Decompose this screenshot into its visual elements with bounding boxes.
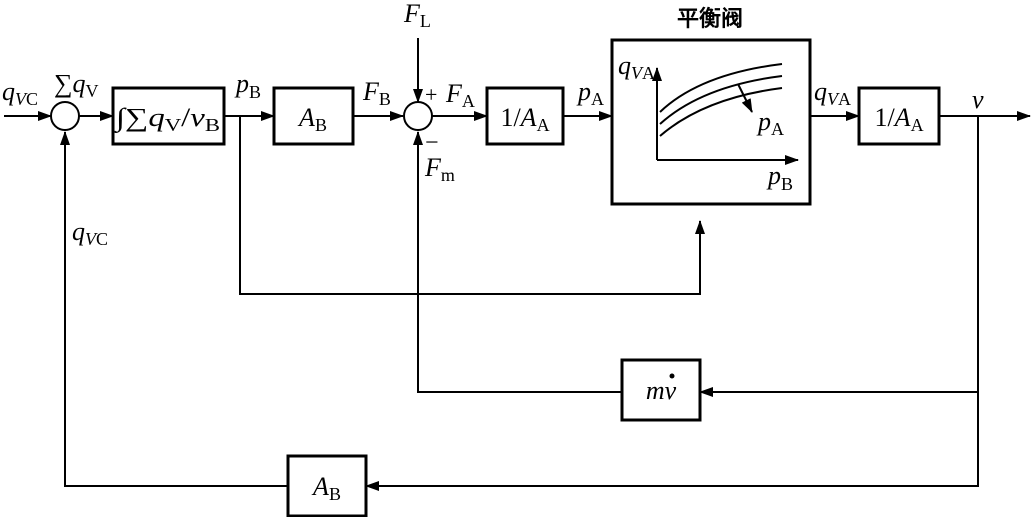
svg-text:∫∑qV/vB: ∫∑qV/vB: [113, 103, 220, 135]
valve-x-label: pB: [766, 161, 793, 194]
label-pA: pA: [576, 77, 604, 109]
valve-y-label: qVA: [618, 51, 655, 83]
ab-feedback-block: AB: [286, 454, 368, 517]
valve-curve-label: pA: [756, 107, 784, 139]
label-v: v: [972, 85, 984, 114]
mass-block: mv: [620, 358, 702, 422]
label-qVA: qVA: [814, 77, 851, 109]
valve-pA-arrow: [737, 83, 753, 113]
label-FB: FB: [362, 77, 391, 109]
label-FL: FL: [403, 0, 431, 31]
svg-text:AB: AB: [297, 103, 327, 135]
svg-text:1/AA: 1/AA: [500, 103, 549, 135]
summing-junction-2: [403, 101, 433, 131]
label-input-qVC: qVC: [2, 77, 38, 109]
label-Fm: Fm: [424, 153, 455, 185]
valve-curve-3: [659, 87, 783, 137]
label-minus-sign: −: [425, 130, 439, 156]
valve-title: 平衡阀: [677, 6, 743, 32]
inv-aa-block-2: 1/AA: [857, 86, 941, 146]
inv-aa-block-1: 1/AA: [485, 86, 565, 146]
valve-curve-2: [659, 75, 783, 125]
summing-junction-1: [50, 101, 80, 131]
ab-forward-block: AB: [272, 86, 355, 146]
label-FA: FA: [445, 79, 475, 111]
label-pB: pB: [234, 69, 261, 102]
signal-lines: [4, 38, 1031, 491]
balance-valve-block: 平衡阀 qVA pA pB: [610, 6, 812, 206]
label-sum-qV: ∑qV: [54, 69, 99, 101]
qVC-return-line: [60, 131, 288, 487]
valve-curve-1: [659, 63, 783, 113]
derivative-dot: [669, 373, 675, 379]
label-plus-sign: +: [425, 82, 437, 107]
label-feedback-qVC: qVC: [72, 217, 108, 249]
svg-text:1/AA: 1/AA: [874, 103, 923, 135]
svg-text:mv: mv: [646, 376, 677, 405]
svg-text:AB: AB: [311, 472, 341, 504]
Fm-feedback-line: [413, 131, 622, 393]
qVC-feedback-line: [365, 392, 979, 491]
pB-feedback-line: [239, 116, 705, 295]
